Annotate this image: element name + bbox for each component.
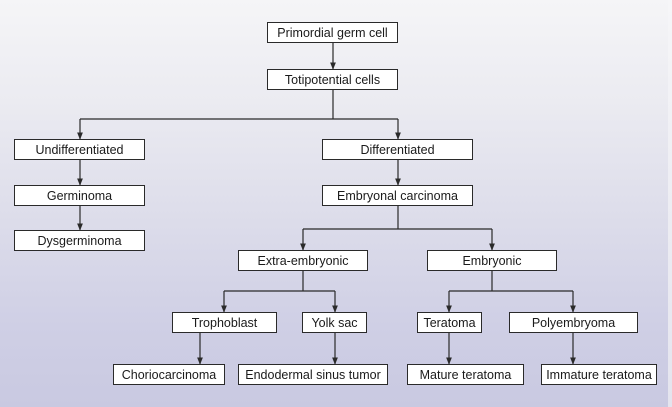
- node-label: Choriocarcinoma: [121, 367, 217, 382]
- node-yolk-sac: Yolk sac: [302, 312, 367, 333]
- node-label: Totipotential cells: [284, 72, 381, 87]
- node-label: Differentiated: [360, 142, 435, 157]
- node-trophoblast: Trophoblast: [172, 312, 277, 333]
- node-embryonal-carcinoma: Embryonal carcinoma: [322, 185, 473, 206]
- node-label: Immature teratoma: [546, 367, 652, 382]
- node-immature-teratoma: Immature teratoma: [541, 364, 657, 385]
- node-label: Dysgerminoma: [37, 233, 122, 248]
- node-differentiated: Differentiated: [322, 139, 473, 160]
- node-label: Mature teratoma: [419, 367, 512, 382]
- branch-embryonal: [303, 206, 492, 230]
- node-polyembryoma: Polyembryoma: [509, 312, 638, 333]
- node-primordial-germ-cell: Primordial germ cell: [267, 22, 398, 43]
- node-embryonic: Embryonic: [427, 250, 557, 271]
- node-germinoma: Germinoma: [14, 185, 145, 206]
- node-teratoma: Teratoma: [417, 312, 482, 333]
- node-label: Germinoma: [46, 188, 113, 203]
- node-dysgerminoma: Dysgerminoma: [14, 230, 145, 251]
- node-label: Primordial germ cell: [277, 25, 388, 40]
- node-label: Polyembryoma: [531, 315, 616, 330]
- node-label: Embryonal carcinoma: [337, 188, 458, 203]
- node-totipotential-cells: Totipotential cells: [267, 69, 398, 90]
- node-undifferentiated: Undifferentiated: [14, 139, 145, 160]
- node-label: Undifferentiated: [35, 142, 124, 157]
- node-label: Endodermal sinus tumor: [245, 367, 381, 382]
- node-endodermal-sinus-tumor: Endodermal sinus tumor: [238, 364, 388, 385]
- branch-embryonic: [449, 271, 573, 292]
- node-choriocarcinoma: Choriocarcinoma: [113, 364, 225, 385]
- node-label: Embryonic: [462, 253, 522, 268]
- node-label: Yolk sac: [311, 315, 358, 330]
- node-extra-embryonic: Extra-embryonic: [238, 250, 368, 271]
- node-label: Extra-embryonic: [257, 253, 349, 268]
- background-edge: [668, 0, 672, 407]
- node-label: Trophoblast: [191, 315, 258, 330]
- node-mature-teratoma: Mature teratoma: [407, 364, 524, 385]
- branch-totipotential: [80, 90, 398, 120]
- branch-extra-embryonic: [224, 271, 335, 292]
- node-label: Teratoma: [423, 315, 476, 330]
